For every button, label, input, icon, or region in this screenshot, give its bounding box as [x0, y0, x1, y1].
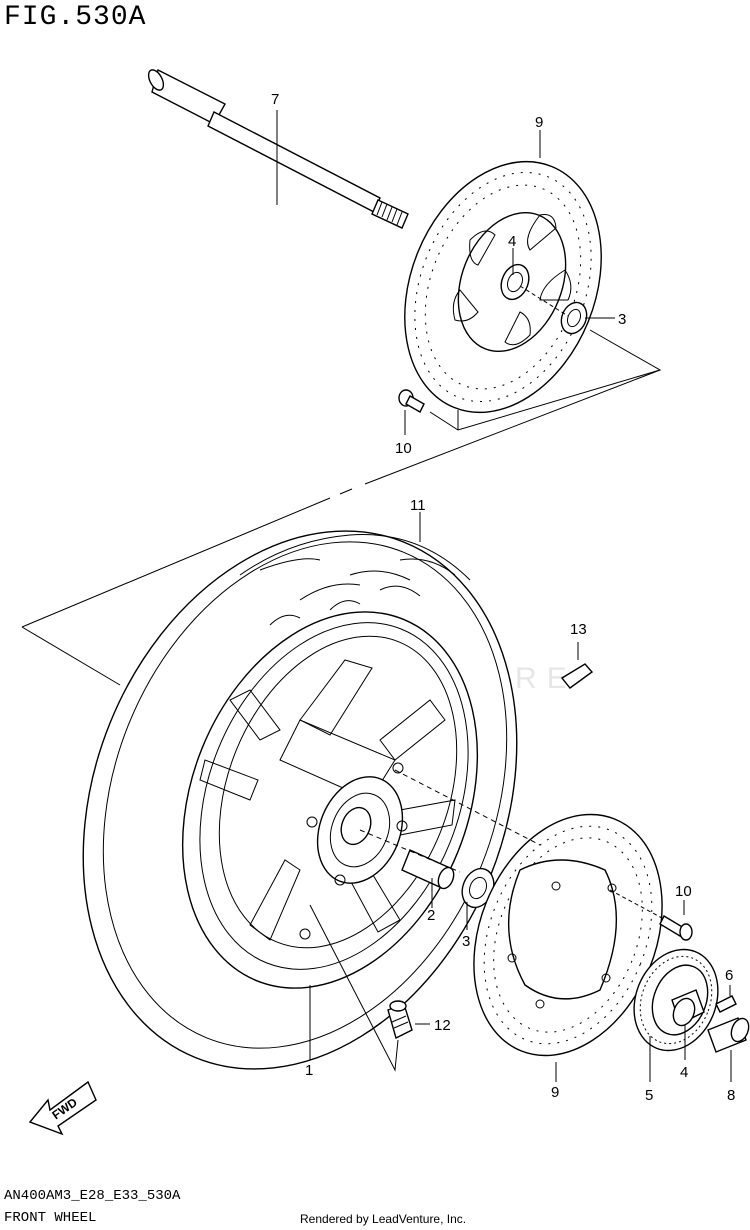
part-label: 9: [551, 1084, 559, 1101]
part-label: 10: [395, 440, 412, 457]
disc-bolt-lower[interactable]: [659, 915, 693, 941]
part-label: 10: [675, 883, 692, 900]
part-label: 13: [570, 621, 587, 638]
part-label: 4: [508, 233, 516, 250]
brake-disc-upper[interactable]: [369, 132, 637, 442]
balance-weight[interactable]: [560, 663, 594, 689]
part-label: 5: [645, 1087, 653, 1104]
wheel-cap[interactable]: [707, 1016, 750, 1053]
part-label: 1: [305, 1062, 313, 1079]
part-label: 8: [727, 1087, 735, 1104]
leader-lines-lower: [309, 512, 732, 1082]
collar-lower[interactable]: [669, 989, 705, 1029]
disc-bolt-upper[interactable]: [398, 389, 425, 413]
brake-disc-lower[interactable]: [440, 786, 697, 1084]
part-label: 9: [535, 114, 543, 131]
part-label: 11: [410, 497, 426, 514]
part-labels: 7 9 4 3 10 11 13 10 6 2 3 12 1 9 5 4 8: [271, 91, 735, 1104]
bearing-lower[interactable]: [457, 864, 500, 912]
bearing-upper[interactable]: [557, 299, 591, 338]
fwd-arrow: FWD: [28, 1080, 97, 1136]
figure-title: FIG.530A: [4, 2, 147, 33]
diagram-code: AN400AM3_E28_E33_530A: [4, 1188, 181, 1204]
section-name: FRONT WHEEL: [4, 1210, 97, 1226]
part-label: 2: [427, 907, 435, 924]
tire-valve[interactable]: [387, 1000, 413, 1040]
part-label: 7: [271, 91, 279, 108]
part-label: 12: [434, 1017, 451, 1034]
leader-lines-upper: [21, 110, 662, 686]
part-label: 3: [462, 933, 470, 950]
rotor-screw[interactable]: [715, 995, 737, 1013]
part-label: 3: [618, 311, 626, 328]
render-credit: Rendered by LeadVenture, Inc.: [300, 1212, 467, 1226]
part-label: 4: [680, 1064, 688, 1081]
axle[interactable]: [146, 67, 409, 229]
part-label: 6: [725, 967, 733, 984]
wheel-rim[interactable]: [129, 568, 531, 1033]
